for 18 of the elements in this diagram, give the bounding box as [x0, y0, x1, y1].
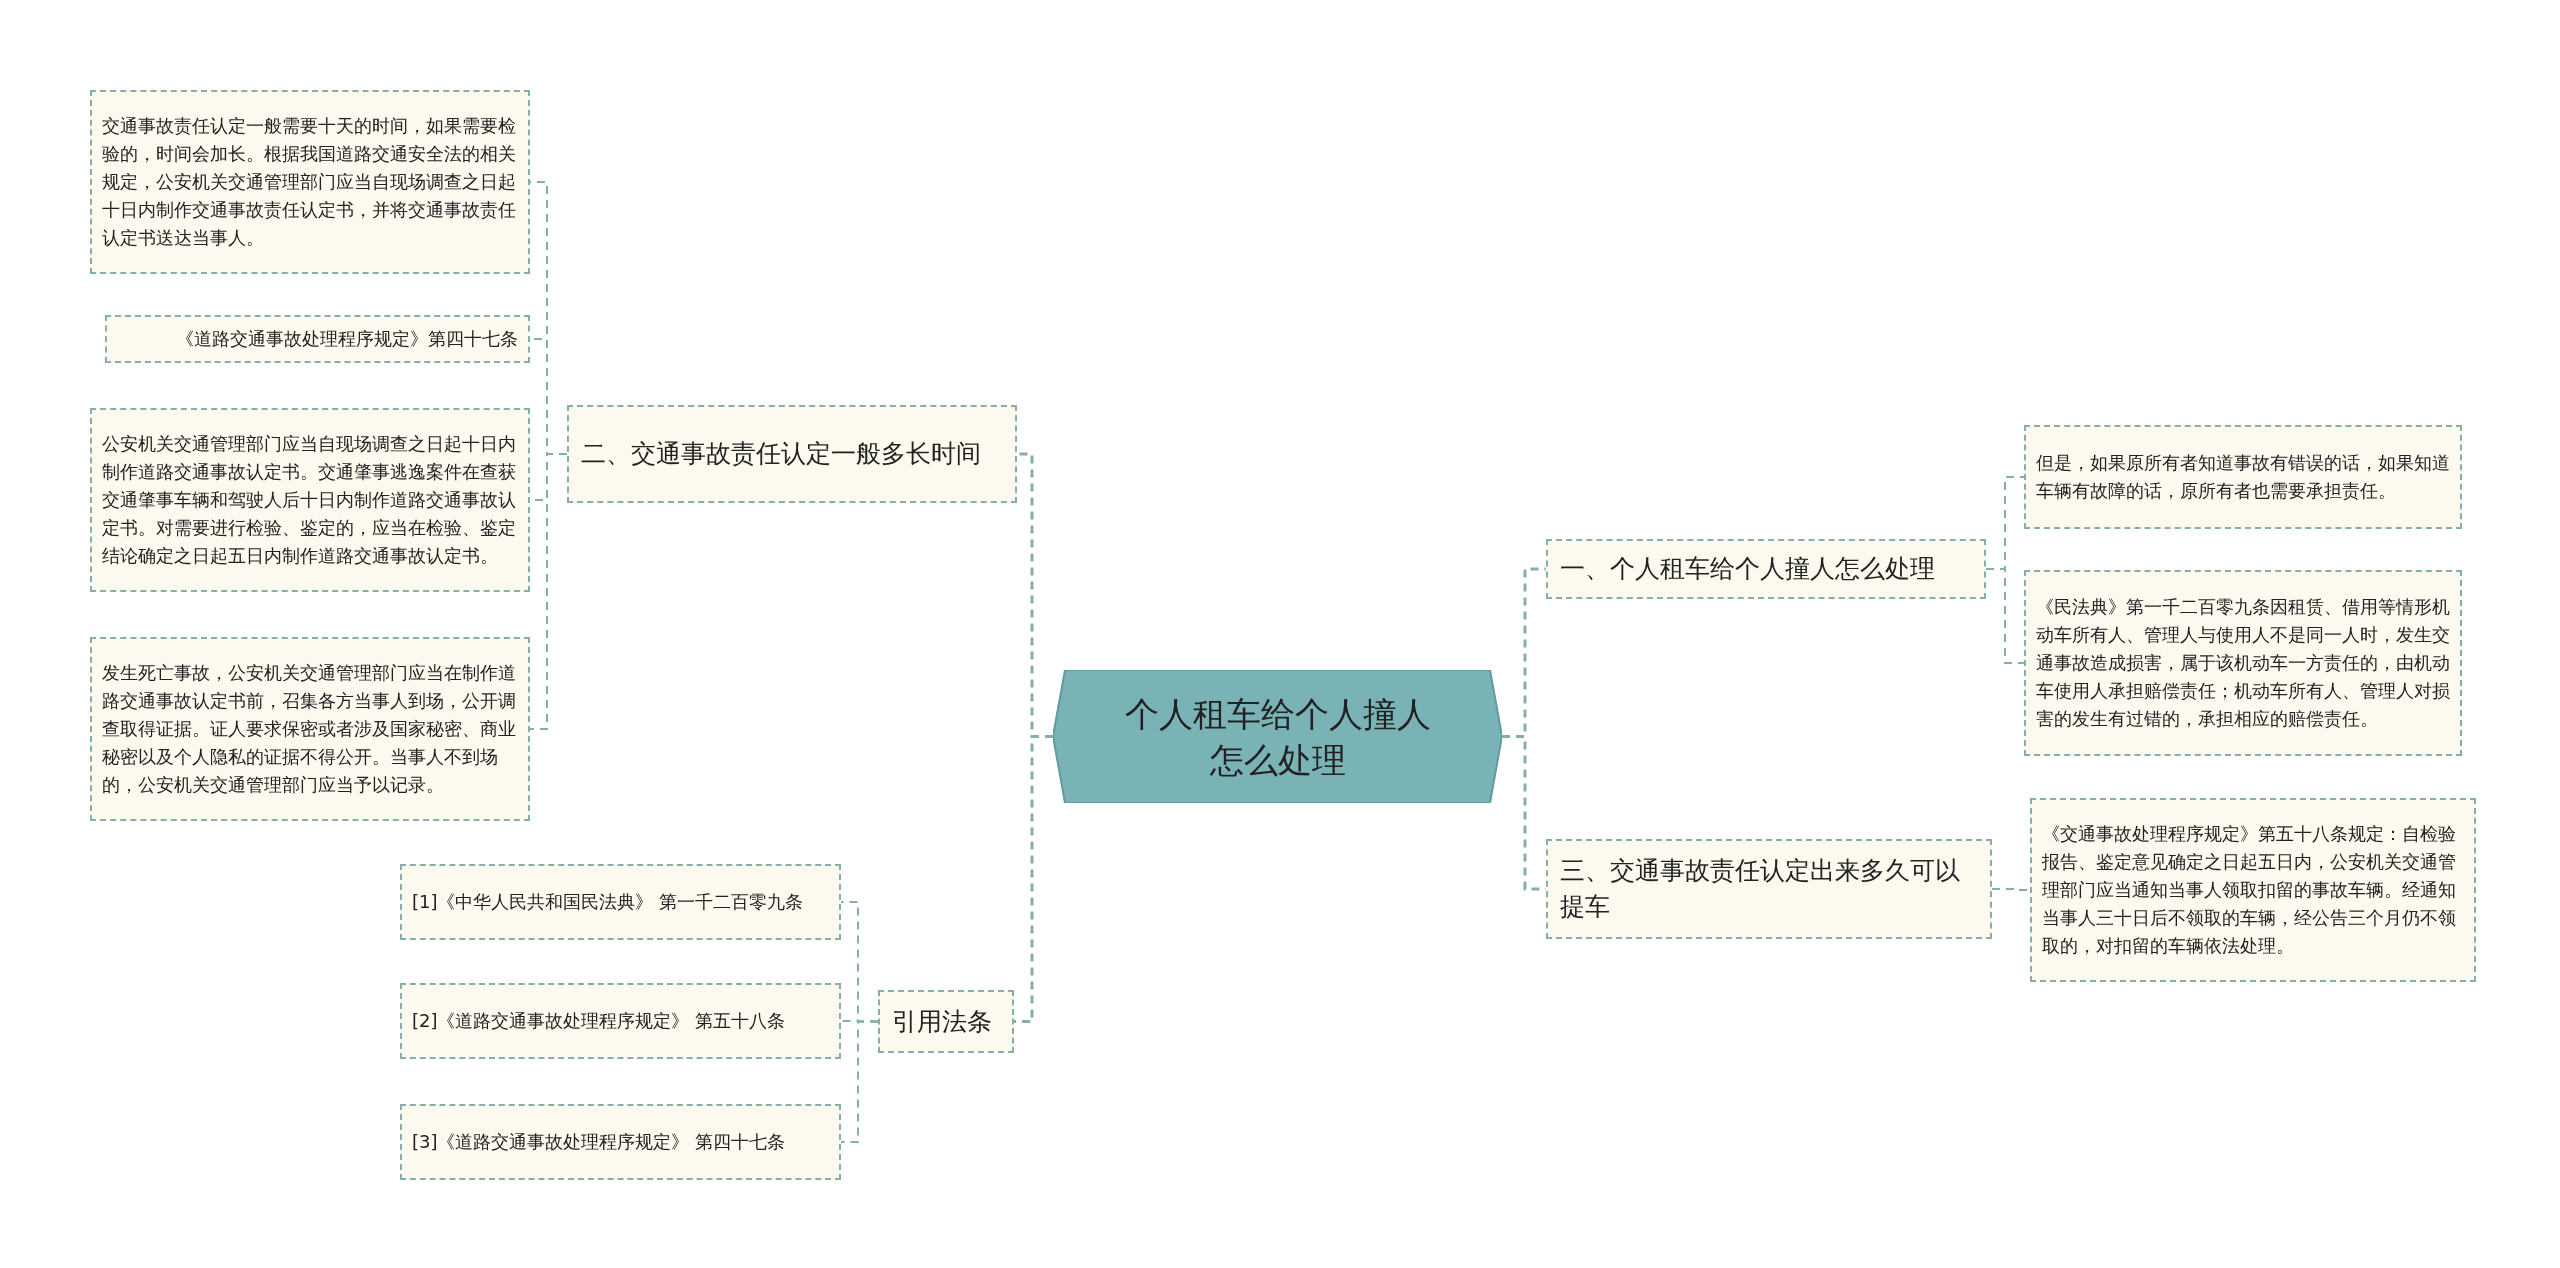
note-box: 公安机关交通管理部门应当自现场调查之日起十日内制作道路交通事故认定书。交通肇事逃逸案件在查获交通肇事车辆和驾驶人后十日内制作道路交通事故认定书。对需要进行检验、鉴定的，应当在检验、鉴定结论确定之日起五日内制作道路交通事故认定书。 [90, 408, 530, 592]
note-box: [3]《道路交通事故处理程序规定》 第四十七条 [400, 1104, 841, 1180]
note-box: 《交通事故处理程序规定》第五十八条规定：自检验报告、鉴定意见确定之日起五日内，公安机关交通管理部门应当通知当事人领取扣留的事故车辆。经通知当事人三十日后不领取的车辆，经公告三个月仍不领取的，对扣留的车辆依法处理。 [2030, 798, 2476, 982]
note-box: 但是，如果原所有者知道事故有错误的话，如果知道车辆有故障的话，原所有者也需要承担责任。 [2024, 425, 2462, 529]
connector-line [1985, 568, 2025, 664]
topic-box: 三、交通事故责任认定出来多久可以提车 [1546, 839, 1992, 939]
note-box: 《民法典》第一千二百零九条因租赁、借用等情形机动车所有人、管理人与使用人不是同一人时，发生交通事故造成损害，属于该机动车一方责任的，由机动车使用人承担赔偿责任；机动车所有人、管理人对损害的发生有过错的，承担相应的赔偿责任。 [2024, 570, 2462, 756]
note-box: [2]《道路交通事故处理程序规定》 第五十八条 [400, 983, 841, 1059]
topic-box: 二、交通事故责任认定一般多长时间 [567, 405, 1017, 503]
central-topic-hexagon: 个人租车给个人撞人怎么处理 [1053, 670, 1502, 803]
note-box: 发生死亡事故，公安机关交通管理部门应当在制作道路交通事故认定书前，召集各方当事人到场，公开调查取得证据。证人要求保密或者涉及国家秘密、商业秘密以及个人隐私的证据不得公开。当事人不到场的，公安机关交通管理部门应当予以记录。 [90, 637, 530, 821]
note-box: 《道路交通事故处理程序规定》第四十七条 [105, 315, 530, 363]
note-box: 交通事故责任认定一般需要十天的时间，如果需要检验的，时间会加长。根据我国道路交通安全法的相关规定，公安机关交通管理部门应当自现场调查之日起十日内制作交通事故责任认定书，并将交通事故责任认定书送达当事人。 [90, 90, 530, 274]
note-box: [1]《中华人民共和国民法典》 第一千二百零九条 [400, 864, 841, 940]
connector-line [840, 1020, 879, 1143]
topic-box: 一、个人租车给个人撞人怎么处理 [1546, 539, 1986, 599]
connector-line [529, 453, 568, 730]
topic-box: 引用法条 [878, 990, 1014, 1053]
